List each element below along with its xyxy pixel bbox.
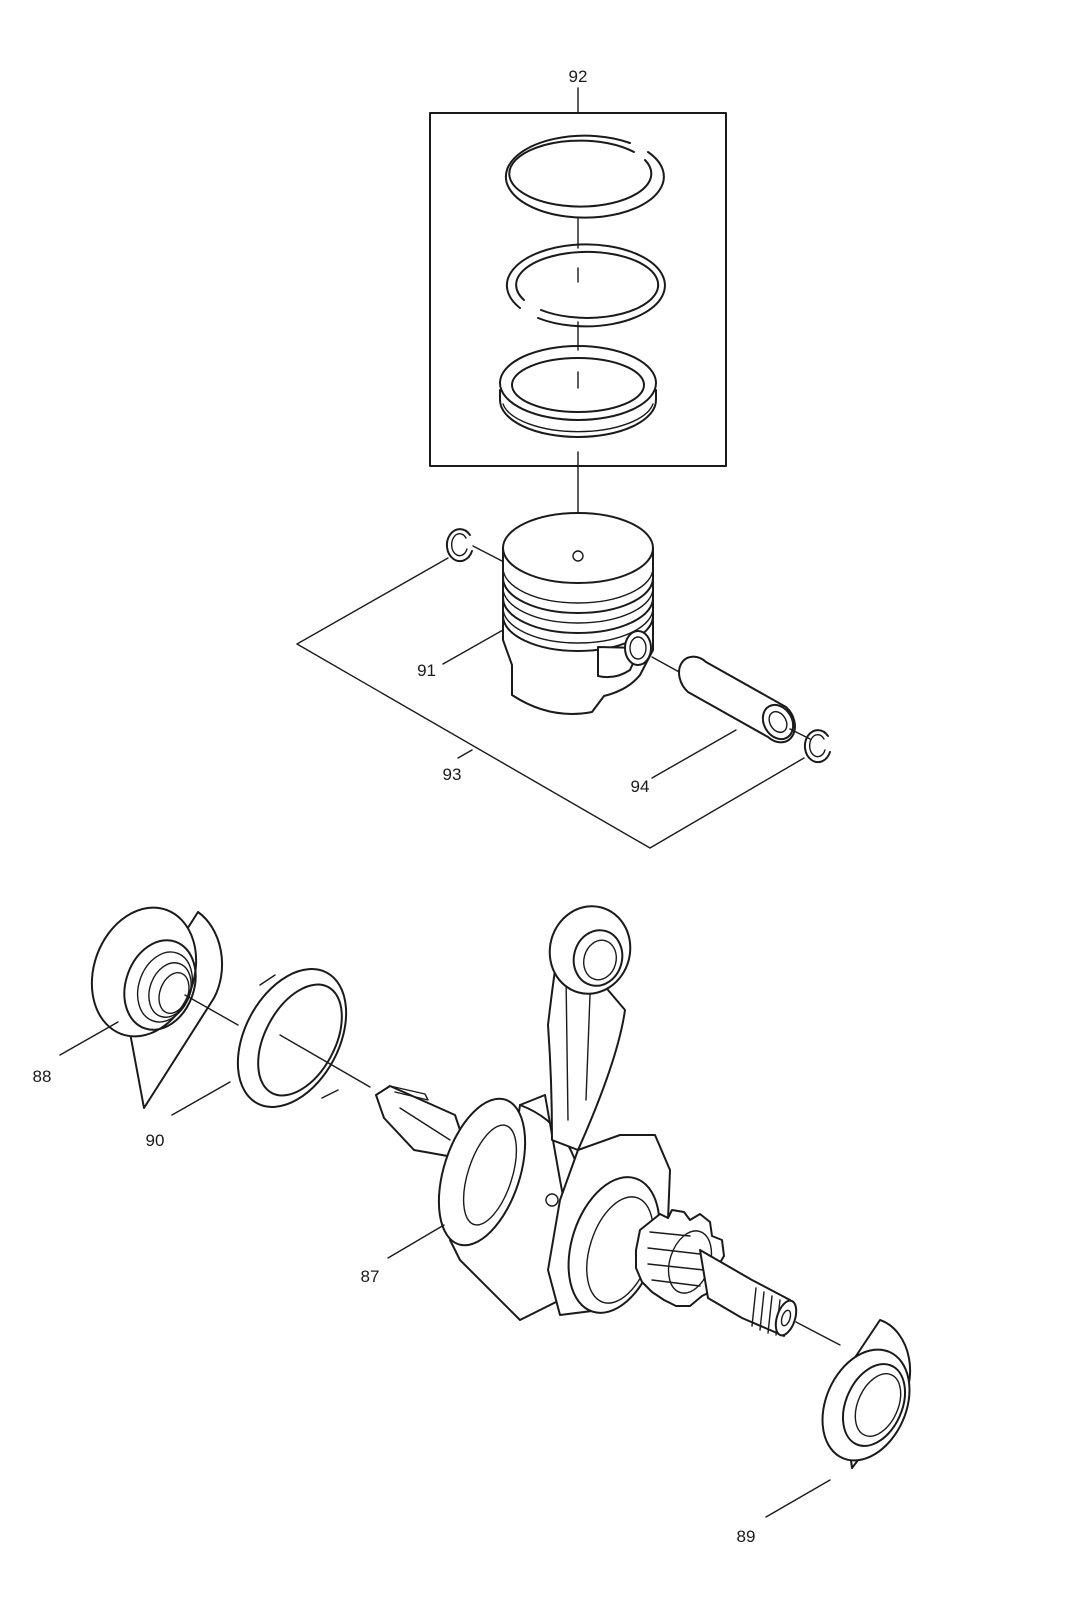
leader-90 [171,1081,231,1116]
label-90: 90 [146,1131,165,1150]
washer [236,968,348,1108]
axis-line [472,545,503,562]
piston-pin [651,655,811,744]
axis-line [184,994,239,1026]
leader-93 [457,749,473,759]
label-87: 87 [361,1267,380,1286]
leader-91 [442,629,504,665]
label-92: 92 [569,67,588,86]
piston-ring-bottom [499,345,657,438]
seal-right [821,1319,912,1469]
label-88: 88 [33,1067,52,1086]
axis-line [279,1034,371,1088]
leader-88 [59,1021,119,1056]
circlip-right [803,729,831,764]
crankshaft [375,905,798,1337]
ring-set-box [429,112,727,467]
piston-ring-set [429,87,727,541]
label-91: 91 [417,661,436,680]
leader-89 [765,1479,831,1518]
piston-ring-top [504,134,665,219]
piston-ring-middle [505,243,666,328]
label-89: 89 [737,1527,756,1546]
bearing-left [90,906,224,1109]
leader-87 [387,1224,445,1259]
label-94: 94 [631,777,650,796]
label-93: 93 [443,765,462,784]
circlip-left [445,528,473,563]
axis-line [795,1321,841,1346]
piston-kit-bracket [296,557,805,849]
leader-94 [651,729,737,779]
piston [502,512,654,715]
